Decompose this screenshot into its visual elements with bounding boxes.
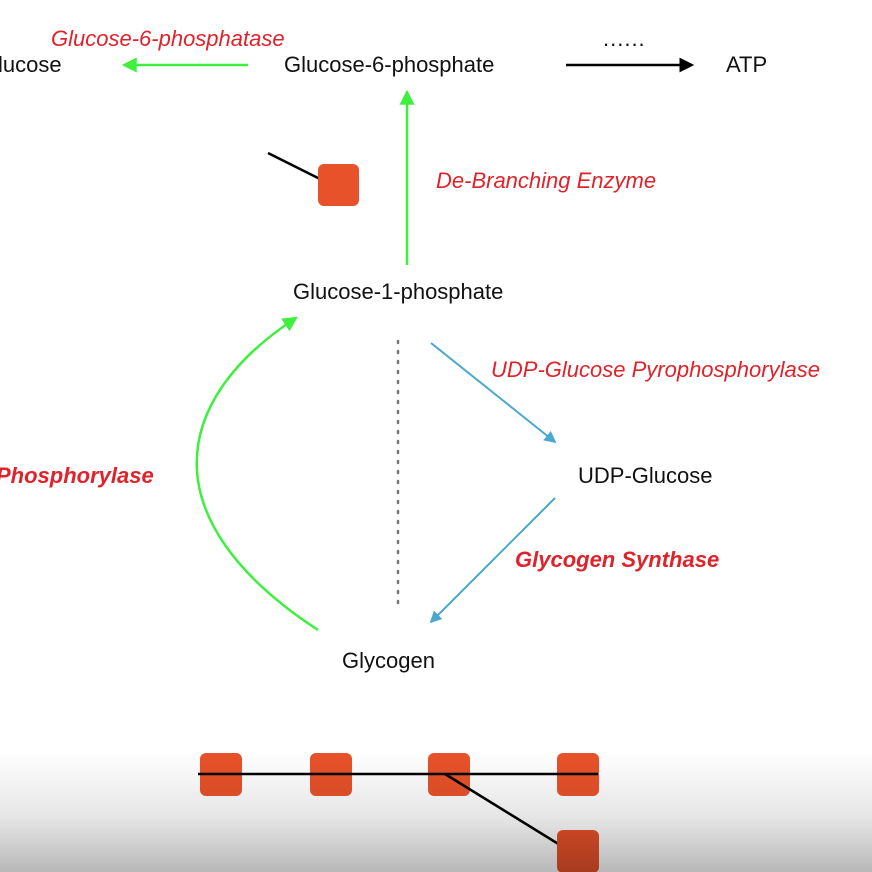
glycogen-to-g1p-arrow <box>195 316 319 632</box>
glucose-6-phosphate-node: Glucose-6-phosphate <box>284 52 494 77</box>
phosphorylase-label: Phosphorylase <box>0 463 154 488</box>
udp-glucose-pyrophosphorylase-label: UDP-Glucose Pyrophosphorylase <box>491 357 820 382</box>
glycogen-synthase-label: Glycogen Synthase <box>515 547 719 572</box>
atp-node: ATP <box>726 52 767 77</box>
chain-branch-line <box>444 772 561 847</box>
branch-glucose-unit <box>557 830 599 872</box>
g1p-to-udp-glucose-arrow <box>430 342 557 444</box>
glycogen-node: Glycogen <box>342 648 435 673</box>
glucose-node: lucose <box>0 52 62 77</box>
branch-bond-line <box>267 151 325 183</box>
debranching-enzyme-label: De-Branching Enzyme <box>436 168 656 193</box>
glucose-1-phosphate-node: Glucose-1-phosphate <box>293 279 503 304</box>
released-glucose-unit <box>318 164 359 206</box>
ellipsis-label: ...... <box>603 26 646 51</box>
udp-glucose-to-glycogen-arrow <box>429 497 556 624</box>
glucose-6-phosphatase-label: Glucose-6-phosphatase <box>51 26 285 51</box>
udp-glucose-node: UDP-Glucose <box>578 463 712 488</box>
